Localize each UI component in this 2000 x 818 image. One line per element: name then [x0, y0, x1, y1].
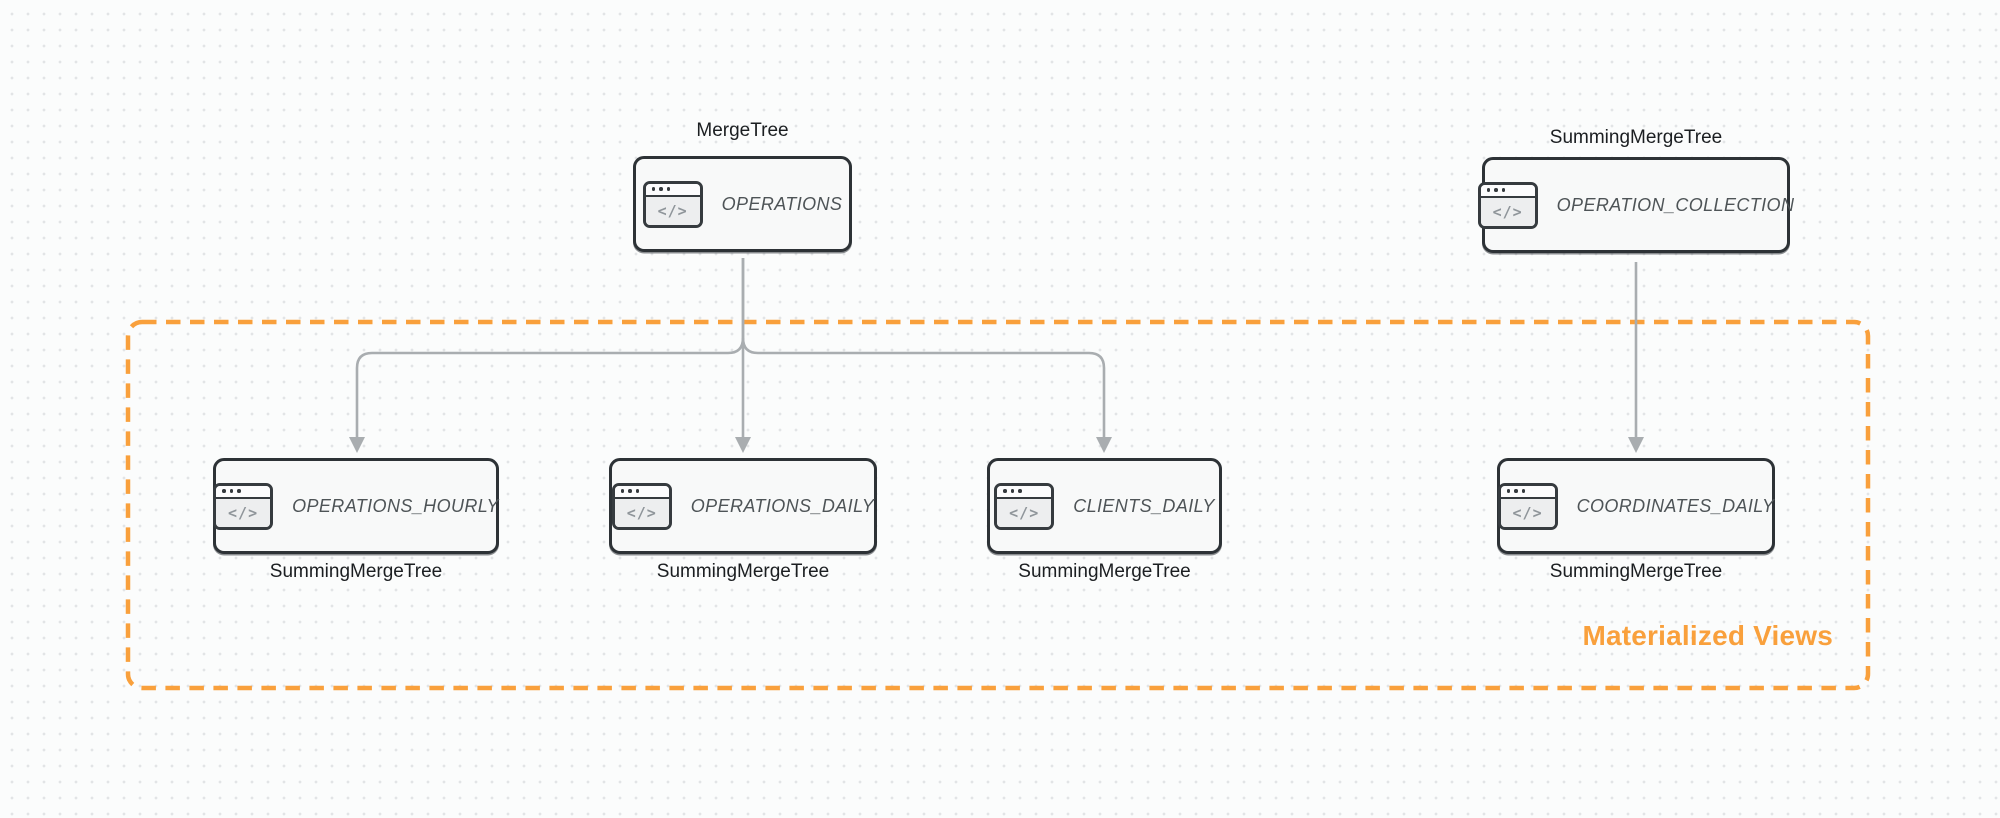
engine-label-operations: MergeTree	[696, 120, 789, 141]
table-name: CLIENTS_DAILY	[1073, 495, 1215, 516]
code-glyph: </>	[997, 498, 1052, 527]
node-operations-hourly[interactable]: </> OPERATIONS_HOURLY	[213, 458, 499, 554]
table-name: OPERATIONS	[721, 193, 843, 214]
code-window-icon: </>	[213, 482, 274, 530]
engine-label-coordinates-daily: SummingMergeTree	[1549, 561, 1723, 582]
engine-label-clients-daily: SummingMergeTree	[1018, 561, 1191, 582]
engine-label-operations-hourly: SummingMergeTree	[269, 561, 443, 582]
materialized-views-group-border	[125, 319, 1871, 691]
node-operations-daily[interactable]: </> OPERATIONS_DAILY	[609, 458, 877, 554]
code-window-icon: </>	[994, 482, 1055, 530]
arrowhead-operations-hourly	[349, 437, 365, 453]
node-operation-collection[interactable]: </> OPERATION_COLLECTION	[1477, 157, 1794, 253]
arrowhead-coordinates-daily	[1628, 437, 1644, 453]
engine-label-operations-daily: SummingMergeTree	[656, 561, 830, 582]
code-window-icon: </>	[642, 180, 703, 228]
code-window-icon: </>	[611, 482, 672, 530]
arrowhead-operations-daily	[735, 437, 751, 453]
code-glyph: </>	[1480, 197, 1535, 226]
window-dots	[997, 485, 1052, 499]
window-dots	[1480, 184, 1535, 198]
table-name: COORDINATES_DAILY	[1576, 495, 1775, 516]
code-glyph: </>	[614, 498, 669, 527]
code-window-icon: </>	[1497, 482, 1558, 530]
window-dots	[614, 485, 669, 499]
edge-operation-collection-to-coordinates-daily	[1628, 262, 1644, 453]
table-name: OPERATIONS_HOURLY	[292, 495, 499, 516]
table-name: OPERATIONS_DAILY	[690, 495, 875, 516]
code-glyph: </>	[645, 196, 700, 225]
window-dots	[645, 183, 700, 197]
engine-label-operation-collection: SummingMergeTree	[1549, 127, 1723, 148]
node-operations[interactable]: </> OPERATIONS	[633, 156, 852, 252]
node-clients-daily[interactable]: </> CLIENTS_DAILY	[987, 458, 1222, 554]
window-dots	[216, 485, 271, 499]
edge-operations-to-clients-daily	[741, 337, 1112, 453]
code-glyph: </>	[216, 498, 271, 527]
table-name: OPERATION_COLLECTION	[1556, 194, 1795, 215]
materialized-views-group-label: Materialized Views	[1582, 620, 1833, 651]
arrowhead-clients-daily	[1096, 437, 1112, 453]
edge-operations-to-operations-daily	[735, 258, 751, 453]
node-coordinates-daily[interactable]: </> COORDINATES_DAILY	[1497, 458, 1775, 554]
window-dots	[1500, 485, 1555, 499]
code-glyph: </>	[1500, 498, 1555, 527]
code-window-icon: </>	[1477, 181, 1538, 229]
edge-operations-to-operations-hourly	[349, 258, 745, 453]
